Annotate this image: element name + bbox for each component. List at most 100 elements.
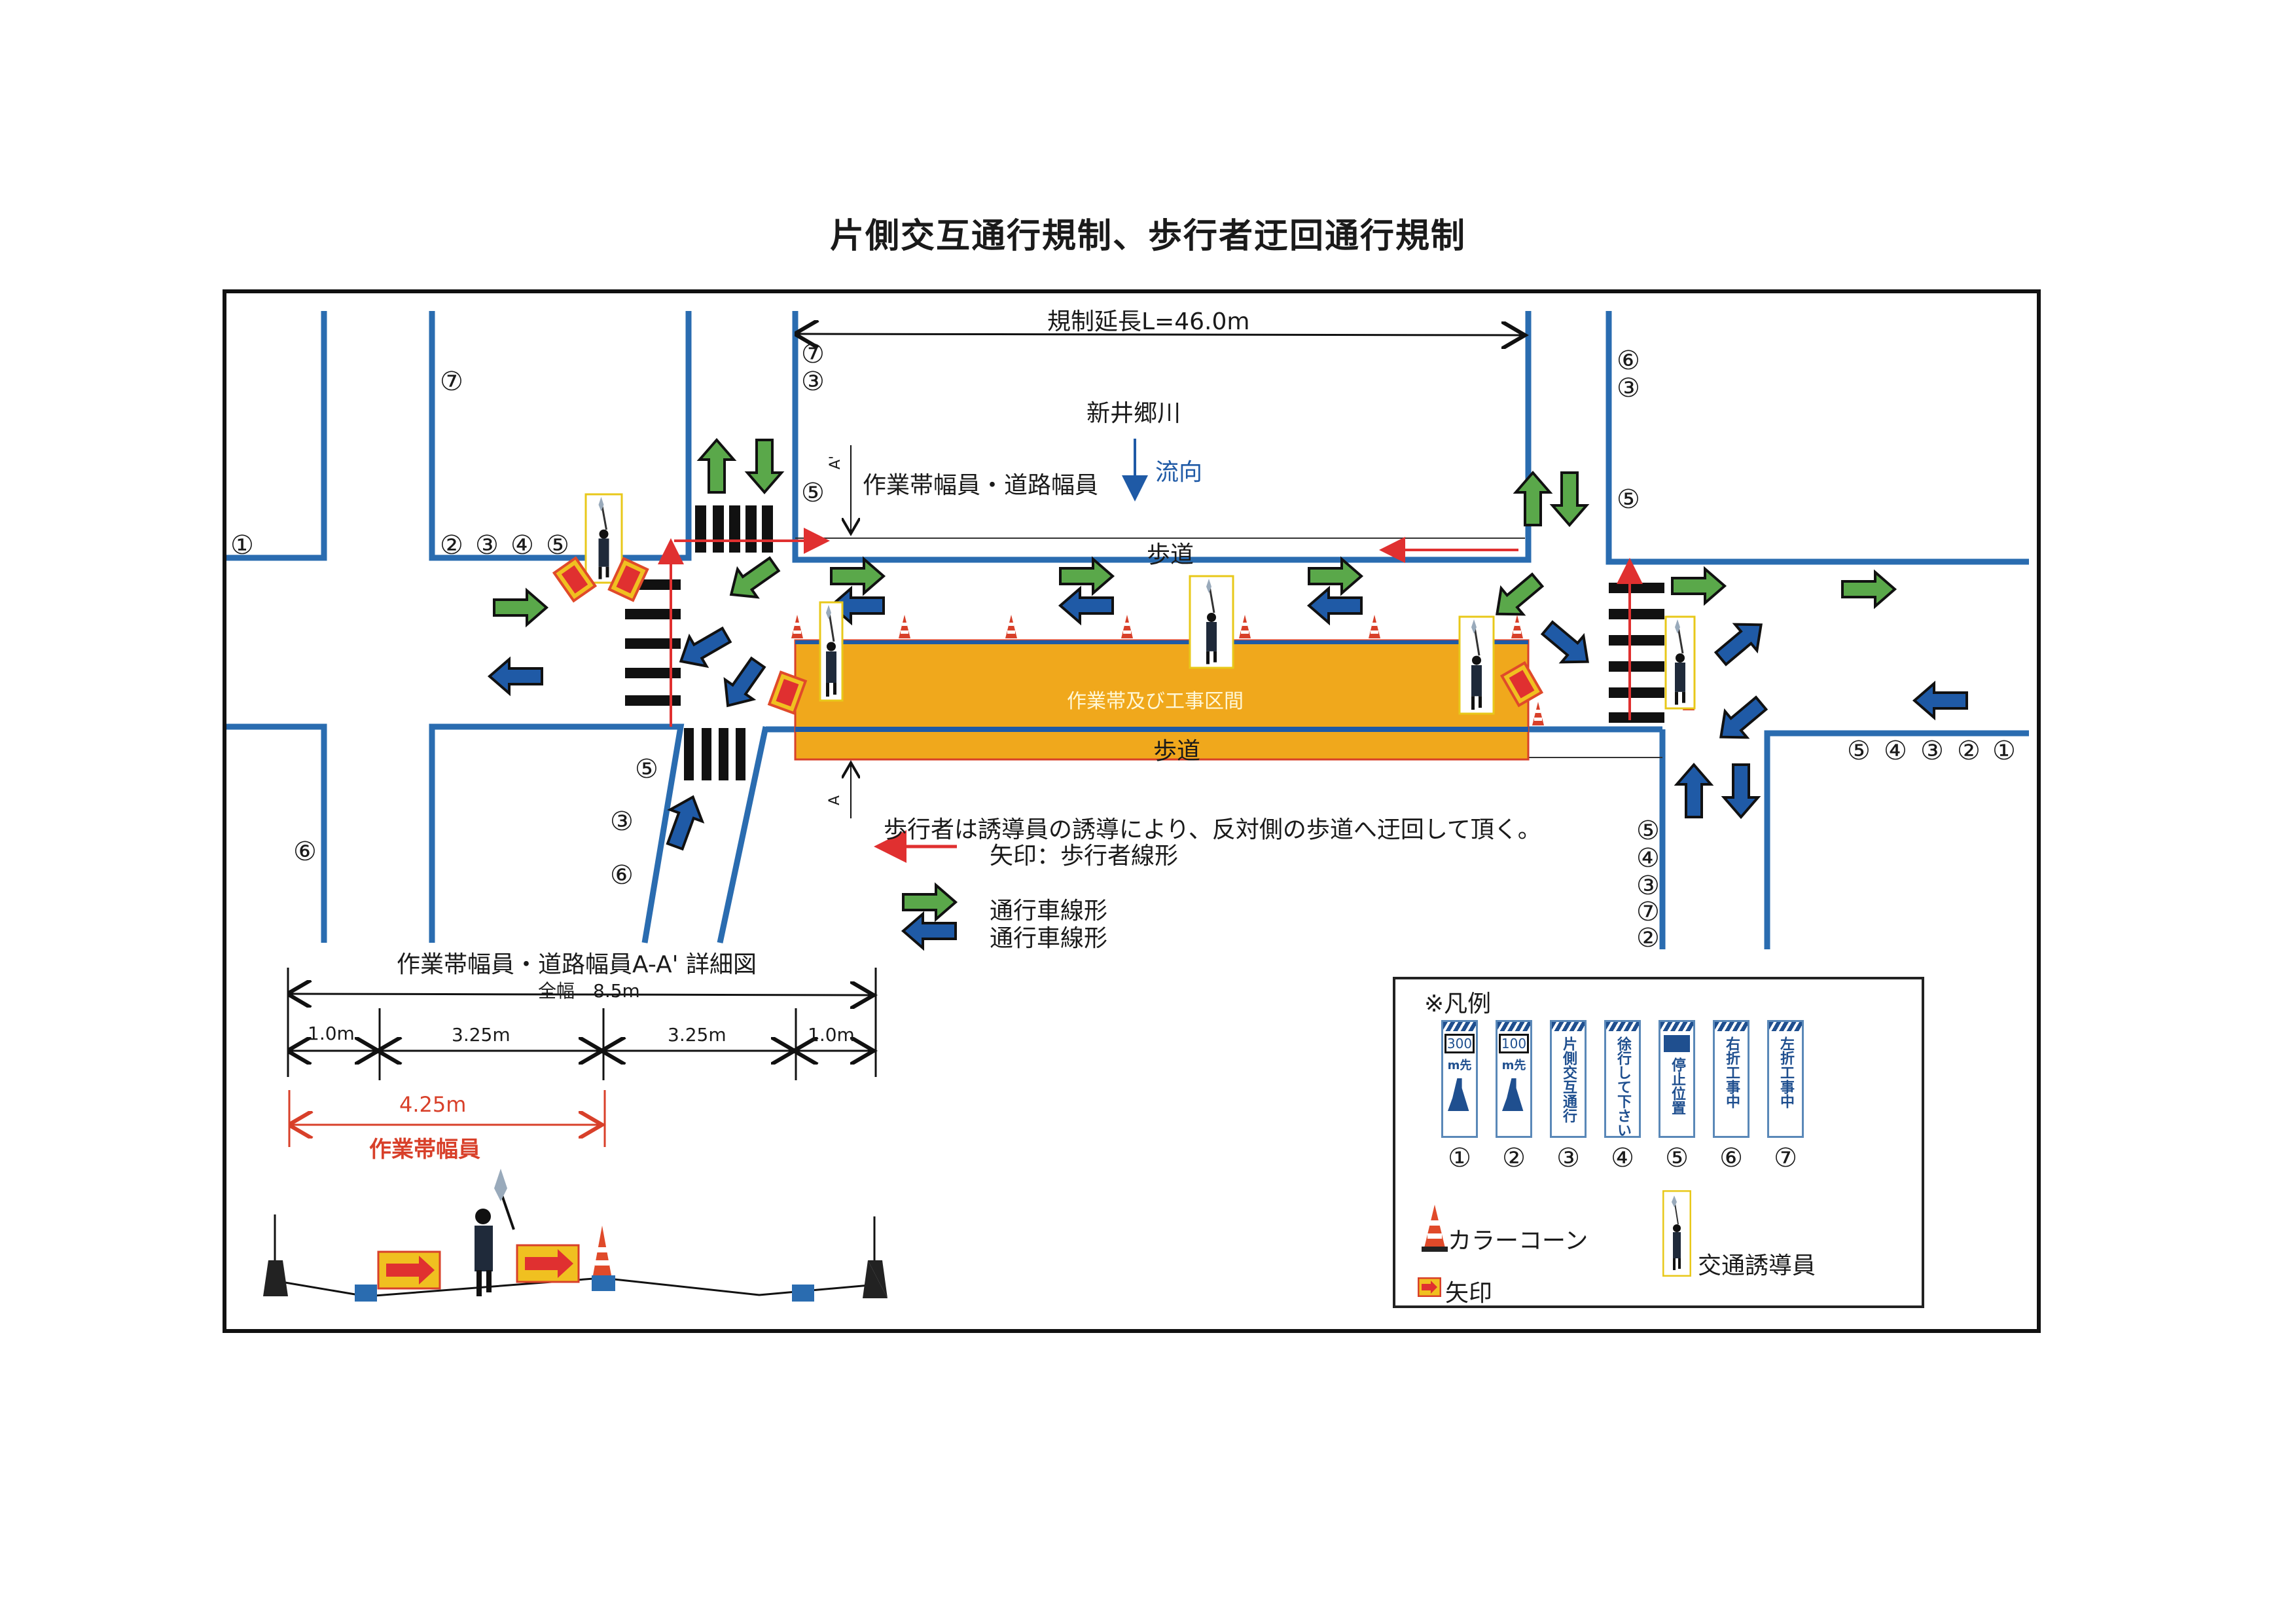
crosswalk-right xyxy=(1609,583,1664,723)
sign-marker: ③ xyxy=(610,807,634,837)
road-edge xyxy=(226,311,327,561)
sign-text: 左折工事中 xyxy=(1778,1036,1794,1108)
segment-width-label: 1.0m xyxy=(808,1024,855,1046)
sign-text: 徐行して下さい xyxy=(1615,1036,1631,1137)
flagger-icon xyxy=(584,493,623,584)
sign-text: 右折工事中 xyxy=(1723,1036,1740,1108)
color-cone-icon xyxy=(1369,615,1380,638)
legend-sign-7: 左折工事中 xyxy=(1767,1020,1804,1138)
sign-marker: ④ xyxy=(511,530,534,560)
sign-marker: ① xyxy=(230,530,254,560)
sign-distance: 100 xyxy=(1499,1034,1529,1053)
vehicle-arrow-green xyxy=(1841,569,1897,610)
vehicle-arrow-blue xyxy=(829,585,885,626)
sign-marker: ② xyxy=(1636,923,1660,953)
legend-sign-number: ② xyxy=(1502,1143,1526,1173)
vehicle-arrow-blue xyxy=(487,656,543,697)
plan-frame xyxy=(223,289,2041,1333)
vehicle-arrow-blue xyxy=(1912,680,1968,721)
sign-marker: ⑥ xyxy=(293,837,317,867)
vehicle-arrow-green xyxy=(744,439,785,495)
road-edge xyxy=(226,723,327,943)
section-mark-a-prime: A' xyxy=(827,455,844,470)
river-name: 新井郷川 xyxy=(1086,400,1181,427)
flagger-icon xyxy=(819,601,844,702)
color-cone-icon xyxy=(899,615,910,638)
sign-marker: ⑤ xyxy=(801,478,825,508)
sign-marker: ④ xyxy=(1636,843,1660,873)
crosswalk-bottom-left xyxy=(684,728,745,780)
segment-width-label: 3.25m xyxy=(452,1024,511,1046)
section-view xyxy=(263,1169,888,1302)
cone-base-icon xyxy=(792,1285,814,1302)
vehicle-arrow-green xyxy=(902,882,958,922)
color-cone-icon xyxy=(1422,1205,1448,1252)
color-cone-icon xyxy=(593,1226,611,1275)
arrow-board-icon xyxy=(1418,1277,1441,1297)
vehicle-west-legend: 通行車線形 xyxy=(990,925,1108,952)
flagger-icon xyxy=(1664,615,1696,710)
page-title: 片側交互通行規制、歩行者迂回通行規制 xyxy=(829,217,1466,256)
sign-marker: ② xyxy=(1957,736,1981,766)
stop-icon xyxy=(1664,1035,1690,1052)
sign-marker: ⑦ xyxy=(801,339,825,369)
vehicle-arrow-blue xyxy=(1713,623,1763,666)
vehicle-arrow-blue xyxy=(1721,763,1761,820)
vehicle-arrow-blue xyxy=(679,626,732,668)
cone-base-icon xyxy=(592,1275,615,1291)
sign-marker: ⑦ xyxy=(1636,897,1660,927)
sign-distance-unit: m先 xyxy=(1447,1059,1472,1072)
color-cone-icon xyxy=(1511,615,1523,638)
width-label: 作業帯幅員・道路幅員 xyxy=(863,472,1099,499)
flagger-icon xyxy=(475,1169,515,1296)
sign-marker: ⑦ xyxy=(440,367,463,397)
barrier-post-icon xyxy=(863,1216,888,1298)
vehicle-arrow-green xyxy=(696,437,737,494)
road-edge xyxy=(429,723,685,943)
work-width-dimension xyxy=(288,1090,605,1147)
vehicle-arrow-green xyxy=(1496,572,1545,616)
section-detail-title: 作業帯幅員・道路幅員A-A' 詳細図 xyxy=(397,951,757,978)
arrow-board-icon xyxy=(552,556,598,603)
vehicle-arrow-blue xyxy=(723,656,766,708)
segment-width-label: 1.0m xyxy=(308,1023,355,1044)
road-edge xyxy=(429,311,692,561)
sign-text: 停止位置 xyxy=(1669,1057,1685,1115)
sign-marker: ⑤ xyxy=(546,530,569,560)
sign-marker: ⑤ xyxy=(635,754,658,784)
worker-icon xyxy=(1502,1078,1524,1111)
worker-icon xyxy=(1448,1078,1469,1111)
arrow-board-icon xyxy=(607,556,649,602)
section-mark-a: A xyxy=(827,795,844,806)
road-edges xyxy=(226,311,2029,949)
sign-marker: ③ xyxy=(801,367,825,397)
sign-marker: ③ xyxy=(1636,871,1660,901)
sign-hatch xyxy=(1606,1022,1639,1031)
barrier-post-icon xyxy=(263,1214,288,1296)
sidewalk-top-label: 歩道 xyxy=(1147,541,1194,568)
color-cone-icon xyxy=(1239,615,1251,638)
legend-title: ※凡例 xyxy=(1424,991,1492,1017)
legend-sign-number: ⑤ xyxy=(1665,1143,1689,1173)
sign-hatch xyxy=(1552,1022,1585,1031)
sign-marker: ④ xyxy=(1884,736,1907,766)
work-zone xyxy=(794,639,1530,761)
vehicle-arrow-green xyxy=(729,556,781,599)
sign-text: 片側交互通行 xyxy=(1560,1036,1577,1123)
section-dimensions xyxy=(287,968,876,1080)
legend-sign-3: 片側交互通行 xyxy=(1550,1020,1587,1138)
road-edge xyxy=(1764,730,2029,949)
sign-hatch xyxy=(1769,1022,1802,1031)
vehicle-arrow-blue xyxy=(666,795,705,851)
sign-hatch xyxy=(1443,1022,1476,1031)
sign-hatch xyxy=(1660,1022,1693,1031)
color-cone-icon xyxy=(1532,702,1544,725)
vehicle-east-legend: 通行車線形 xyxy=(990,898,1108,924)
legend-sign-number: ⑦ xyxy=(1774,1143,1797,1173)
work-width-value: 4.25m xyxy=(399,1092,467,1117)
work-width-label: 作業帯幅員 xyxy=(369,1137,480,1163)
legend-sign-number: ④ xyxy=(1611,1143,1634,1173)
